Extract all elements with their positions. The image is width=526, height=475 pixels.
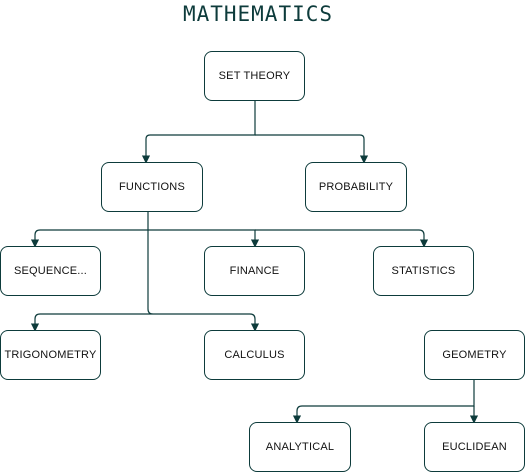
node-finance[interactable]: FINANCE bbox=[204, 246, 305, 296]
diagram-title: MATHEMATICS bbox=[182, 2, 334, 26]
edge-functions-sequences bbox=[30, 212, 149, 248]
node-calculus[interactable]: CALCULUS bbox=[204, 330, 305, 380]
edge-functions-finance bbox=[148, 229, 260, 248]
edge-functions-statistics bbox=[255, 229, 429, 248]
node-statistics[interactable]: STATISTICS bbox=[373, 246, 474, 296]
edge-functions-trigonometry bbox=[30, 230, 154, 332]
edge-set-theory-functions bbox=[141, 101, 256, 164]
node-functions[interactable]: FUNCTIONS bbox=[101, 162, 203, 212]
edge-set-theory-probability bbox=[255, 134, 369, 164]
node-set-theory[interactable]: SET THEORY bbox=[204, 51, 305, 101]
node-sequences[interactable]: SEQUENCE... bbox=[0, 246, 101, 296]
node-analytical[interactable]: ANALYTICAL bbox=[249, 422, 351, 472]
node-probability[interactable]: PROBABILITY bbox=[305, 162, 407, 212]
edge-functions-calculus bbox=[153, 313, 260, 332]
node-euclidean[interactable]: EUCLIDEAN bbox=[424, 422, 525, 472]
node-geometry[interactable]: GEOMETRY bbox=[424, 330, 525, 380]
edge-geometry-analytical bbox=[292, 380, 475, 424]
node-trigonometry[interactable]: TRIGONOMETRY bbox=[0, 330, 101, 380]
